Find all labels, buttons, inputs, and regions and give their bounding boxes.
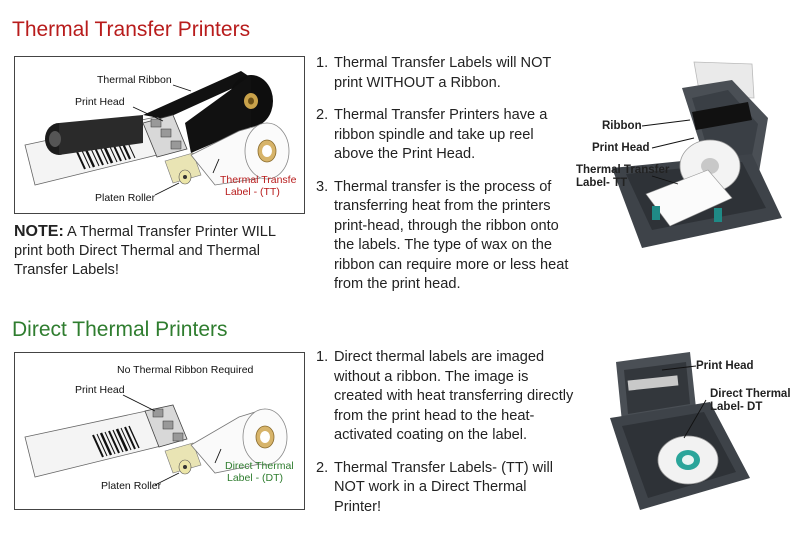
- direct-thermal-steps: 1.Direct thermal labels are imaged witho…: [316, 348, 576, 530]
- photo-dt-label-line2: Label- DT: [710, 401, 763, 413]
- list-item: 1.Direct thermal labels are imaged witho…: [316, 349, 574, 443]
- dt-label-caption-line2: Label - (DT): [227, 472, 283, 484]
- thermal-transfer-note: NOTE: A Thermal Transfer Printer WILL pr…: [14, 222, 304, 280]
- list-item: 2.Thermal Transfer Labels- (TT) will NOT…: [316, 459, 553, 515]
- thermal-transfer-diagram: Thermal Ribbon Print Head Platen Roller …: [14, 56, 305, 214]
- direct-thermal-diagram-illustration: No Thermal Ribbon Required Print Head Pl…: [24, 364, 294, 492]
- list-item: 3.Thermal transfer is the process of tra…: [316, 178, 569, 293]
- thermal-transfer-printer-photo: Ribbon Print Head Thermal Transfer Label…: [576, 58, 787, 258]
- thermal-transfer-printer-image: [612, 61, 782, 248]
- list-item: 2.Thermal Transfer Printers have a ribbo…: [316, 107, 548, 162]
- platen-roller-label: Platen Roller: [101, 480, 162, 492]
- no-ribbon-label: No Thermal Ribbon Required: [117, 364, 254, 376]
- tt-label-caption-line2: Label - (TT): [225, 186, 280, 198]
- dt-label-caption-line1: Direct Thermal: [225, 460, 294, 472]
- thermal-transfer-diagram-illustration: Thermal Ribbon Print Head Platen Roller …: [24, 71, 297, 204]
- thermal-transfer-heading: Thermal Transfer Printers: [12, 18, 251, 41]
- photo-dt-label-line1: Direct Thermal: [710, 388, 791, 400]
- print-head-label: Print Head: [75, 384, 125, 396]
- barcode-graphic: [92, 425, 140, 458]
- print-head-graphic: [144, 404, 188, 448]
- note-text: A Thermal Transfer Printer WILL print bo…: [14, 224, 276, 278]
- platen-roller-graphic: [164, 442, 202, 475]
- note-prefix: NOTE:: [14, 223, 64, 240]
- photo-tt-label-line2: Label- TT: [576, 177, 628, 189]
- photo-print-head-label: Print Head: [696, 360, 754, 372]
- print-head-graphic: [142, 114, 188, 158]
- tt-label-caption-line1: Thermal Transfe: [220, 174, 297, 186]
- direct-thermal-diagram: No Thermal Ribbon Required Print Head Pl…: [14, 352, 305, 510]
- platen-roller-graphic: [164, 152, 202, 185]
- thermal-transfer-steps: 1.Thermal Transfer Labels will NOT print…: [316, 54, 576, 308]
- list-item: 1.Thermal Transfer Labels will NOT print…: [316, 55, 552, 91]
- direct-thermal-heading: Direct Thermal Printers: [12, 318, 228, 341]
- photo-tt-label-line1: Thermal Transfer: [576, 164, 670, 176]
- photo-print-head-label: Print Head: [592, 142, 650, 154]
- direct-thermal-printer-image: [610, 352, 750, 510]
- direct-thermal-printer-photo: Print Head Direct Thermal Label- DT: [600, 348, 795, 524]
- platen-roller-label: Platen Roller: [95, 192, 156, 204]
- print-head-label: Print Head: [75, 96, 125, 108]
- thermal-ribbon-label: Thermal Ribbon: [97, 74, 172, 86]
- photo-ribbon-label: Ribbon: [602, 120, 642, 132]
